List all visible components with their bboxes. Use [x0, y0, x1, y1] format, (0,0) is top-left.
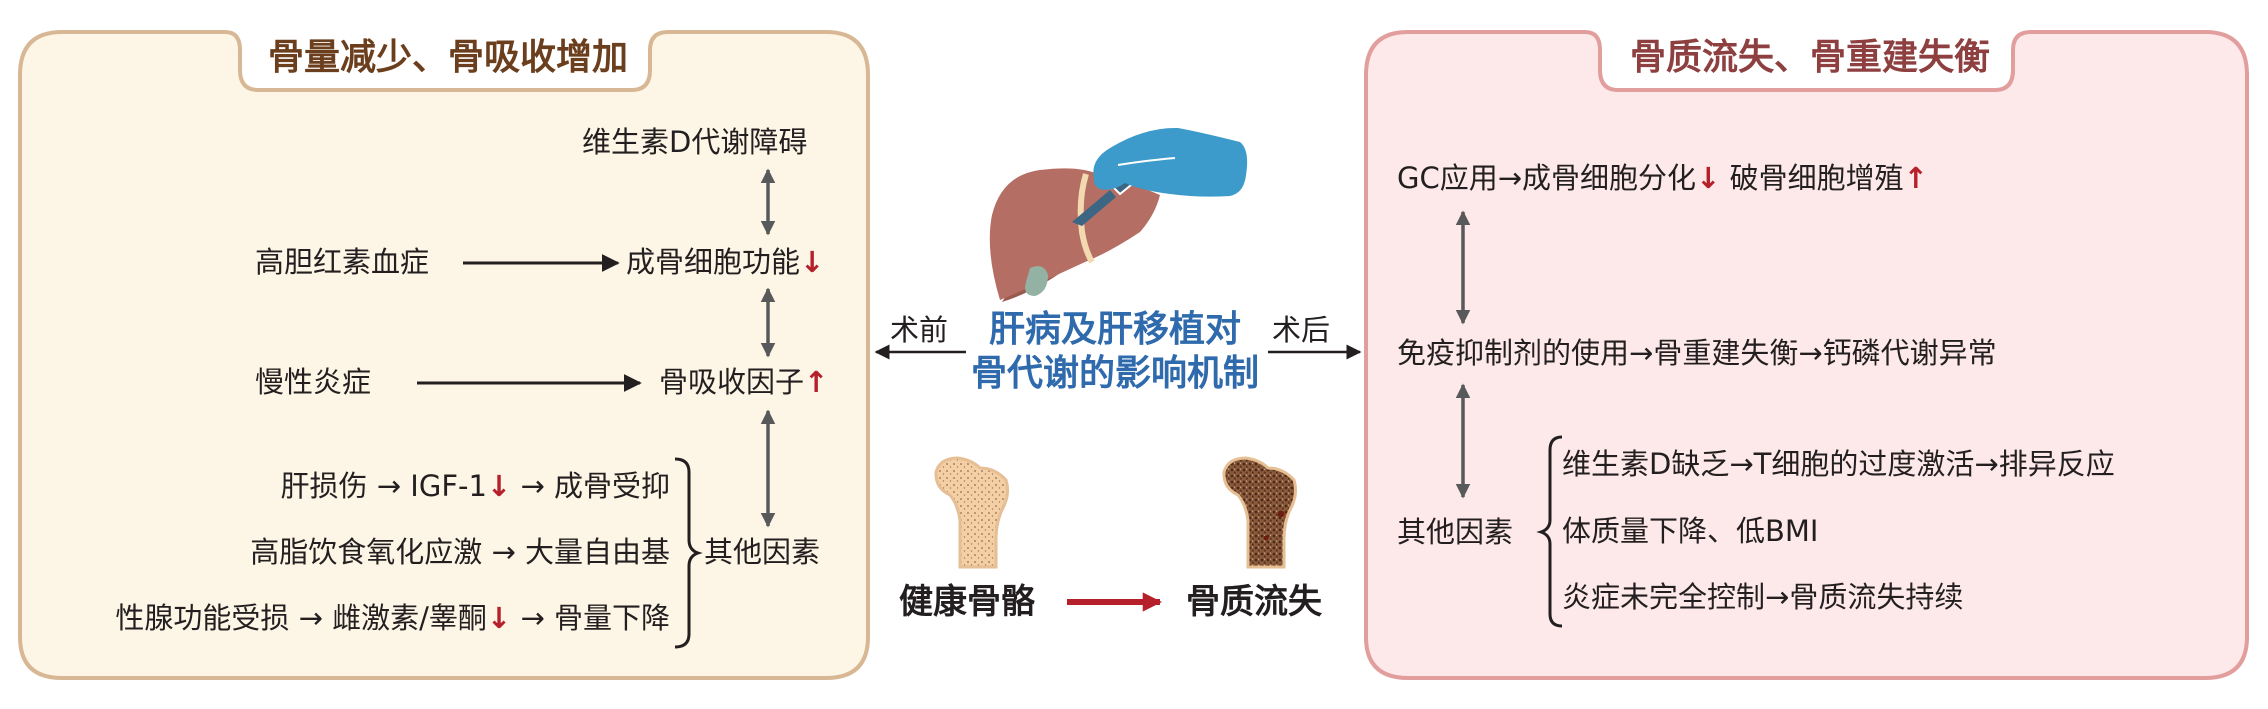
bone-loss-label: 骨质流失 — [1186, 582, 1322, 622]
bone-loss-icon — [1222, 456, 1298, 569]
center-title-line2: 骨代谢的影响机制 — [970, 353, 1259, 394]
gc-row: GC应用→成骨细胞分化↓ 破骨细胞增殖↑ — [1397, 164, 1928, 193]
arrow-down-icon: ↓ — [486, 469, 512, 503]
text-estrogen-testosterone: 雌激素/睾酮 — [332, 601, 487, 635]
text-liver-injury: 肝损伤 — [280, 469, 368, 503]
right-arrow-icon: → — [1629, 336, 1654, 370]
right-arrow-icon: → — [491, 535, 516, 569]
text-t-cell-overactivation: T细胞的过度激活 — [1753, 447, 1975, 481]
text-gc-application: GC应用 — [1397, 161, 1498, 195]
right-panel-frame — [1364, 30, 2249, 680]
right-other-item-vitd-deficiency: 维生素D缺乏→T细胞的过度激活→排异反应 — [1562, 450, 2115, 479]
text-continued-bone-loss: 骨质流失持续 — [1789, 580, 1964, 614]
left-other-item-gonadal: 性腺功能受损 → 雌激素/睾酮↓ → 骨量下降 — [115, 604, 670, 633]
right-brace — [1536, 435, 1563, 628]
right-other-item-low-bmi: 体质量下降、低BMI — [1562, 517, 1818, 546]
arrow-down-icon: ↓ — [1696, 161, 1721, 195]
right-arrow-icon: → — [1765, 580, 1790, 614]
left-other-item-liver-injury: 肝损伤 → IGF-1↓ → 成骨受抑 — [281, 472, 670, 501]
node-osteoblast-function-label: 成骨细胞功能 — [626, 245, 801, 279]
right-arrow-icon: → — [298, 601, 323, 635]
left-panel-frame — [18, 30, 870, 680]
text-vitd-deficiency: 维生素D缺乏 — [1562, 447, 1730, 481]
text-remodeling-imbalance: 骨重建失衡 — [1653, 336, 1799, 370]
arrow-up-icon: ↑ — [1903, 161, 1928, 195]
text-uncontrolled-inflammation: 炎症未完全控制 — [1562, 580, 1766, 614]
right-arrow-icon: → — [1497, 161, 1523, 195]
text-rejection: 排异反应 — [1998, 447, 2115, 481]
node-osteoblast-function: 成骨细胞功能↓ — [626, 248, 824, 277]
text-immunosuppressant-use: 免疫抑制剂的使用 — [1397, 336, 1630, 370]
node-chronic-inflammation: 慢性炎症 — [255, 365, 372, 399]
right-arrow-icon: → — [520, 601, 545, 635]
text-igf1: IGF-1 — [410, 469, 487, 503]
text-bone-mass-decline: 骨量下降 — [553, 601, 670, 635]
text-high-fat-oxidative-stress: 高脂饮食氧化应激 — [250, 535, 483, 569]
node-bone-resorption-factors-label: 骨吸收因子 — [659, 365, 805, 399]
right-arrow-icon: → — [1798, 336, 1823, 370]
arrow-up-icon: ↑ — [804, 365, 829, 399]
text-osteoblast-differentiation: 成骨细胞分化 — [1522, 161, 1697, 195]
text-calcium-phosphorus-abnormal: 钙磷代谢异常 — [1822, 336, 1997, 370]
center-title: 肝病及肝移植对 骨代谢的影响机制 — [960, 308, 1270, 396]
text-osteogenesis-inhibited: 成骨受抑 — [553, 469, 670, 503]
arrow-down-icon: ↓ — [800, 245, 825, 279]
right-other-factors-label: 其他因素 — [1397, 515, 1514, 549]
center-title-line1: 肝病及肝移植对 — [988, 309, 1241, 350]
text-gonadal-dysfunction: 性腺功能受损 — [115, 601, 290, 635]
post-op-label: 术后 — [1272, 313, 1331, 347]
right-arrow-icon: → — [376, 469, 402, 503]
right-panel-title: 骨质流失、骨重建失衡 — [1630, 37, 1991, 78]
left-panel-title: 骨量减少、骨吸收增加 — [268, 37, 629, 78]
node-vitd-metabolism-disorder: 维生素D代谢障碍 — [582, 125, 808, 159]
node-bone-resorption-factors: 骨吸收因子↑ — [659, 368, 828, 397]
liver-surgery-icon — [989, 127, 1248, 302]
right-other-item-inflammation: 炎症未完全控制→骨质流失持续 — [1562, 583, 1963, 612]
healthy-bone-icon — [934, 456, 1010, 569]
text-osteoclast-proliferation: 破骨细胞增殖 — [1729, 161, 1904, 195]
arrow-down-icon: ↓ — [486, 601, 512, 635]
text-free-radicals: 大量自由基 — [524, 535, 670, 569]
right-arrow-icon: → — [1974, 447, 1999, 481]
left-other-item-high-fat-diet: 高脂饮食氧化应激 → 大量自由基 — [250, 538, 670, 567]
left-other-factors-label: 其他因素 — [704, 535, 821, 569]
right-arrow-icon: → — [1729, 447, 1754, 481]
left-brace — [674, 457, 703, 649]
text-weight-loss-low-bmi: 体质量下降、低BMI — [1562, 514, 1819, 548]
immuno-row: 免疫抑制剂的使用→骨重建失衡→钙磷代谢异常 — [1397, 339, 1997, 368]
pre-op-label: 术前 — [890, 313, 949, 347]
healthy-bone-label: 健康骨骼 — [899, 582, 1035, 622]
right-arrow-icon: → — [520, 469, 545, 503]
node-hyperbilirubinemia: 高胆红素血症 — [255, 245, 430, 279]
